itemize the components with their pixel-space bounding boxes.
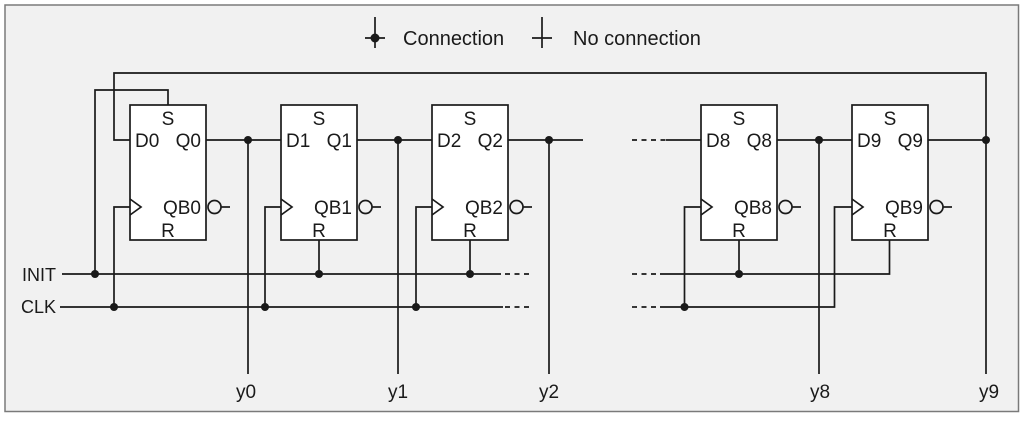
ff8-q-pin-label: Q8 — [747, 131, 772, 152]
init-input-label: INIT — [22, 265, 56, 285]
ff2-set-pin-label: S — [464, 109, 477, 130]
legend-connection-label: Connection — [403, 28, 504, 50]
ff8-qb-inversion-bubble-icon — [778, 199, 793, 215]
connection-dot-clk-ff8 — [680, 303, 689, 311]
ff1-set-pin-label: S — [313, 109, 326, 130]
flipflop-ff2: S D2 Q2 QB2 R — [431, 104, 532, 242]
connection-dot-init-r8 — [735, 270, 743, 278]
output-label-y9: y9 — [979, 382, 999, 403]
wire-clk-to-ff2 — [415, 206, 432, 307]
ff8-qb-pin-label: QB8 — [734, 198, 772, 219]
signal-labels: INIT CLK y0 y1 y2 y8 y9 — [21, 265, 999, 403]
clk-input-label: CLK — [21, 297, 56, 317]
ff1-clock-triangle-icon — [280, 198, 294, 216]
legend-no-connection-label: No connection — [573, 28, 701, 50]
wires — [60, 72, 987, 374]
flipflop-ff0: S D0 Q0 QB0 R — [129, 104, 230, 242]
output-label-y0: y0 — [236, 382, 256, 403]
connection-dot-q8 — [815, 136, 823, 144]
ff2-d-pin-label: D2 — [437, 131, 461, 152]
wire-q9-feedback-to-d0 — [113, 72, 987, 374]
ff8-set-pin-label: S — [733, 109, 746, 130]
ff0-body — [129, 104, 207, 241]
legend-connection-dot-icon — [370, 33, 380, 43]
wire-clk-to-ff8 — [683, 206, 701, 307]
ff0-q-pin-label: Q0 — [176, 131, 201, 152]
ff1-q-pin-label: Q1 — [327, 131, 352, 152]
ff9-q-pin-label: Q9 — [898, 131, 923, 152]
ff9-qb-inversion-bubble-icon — [929, 199, 944, 215]
output-label-y2: y2 — [539, 382, 559, 403]
output-label-y1: y1 — [388, 382, 408, 403]
ff8-reset-pin-label: R — [732, 221, 746, 242]
ff0-clock-triangle-icon — [129, 198, 143, 216]
connection-dot-q0 — [244, 136, 252, 144]
flipflop-ff1: S D1 Q1 QB1 R — [280, 104, 381, 242]
ff1-body — [280, 104, 358, 241]
ff0-reset-pin-label: R — [161, 221, 175, 242]
ff0-d-pin-label: D0 — [135, 131, 159, 152]
wire-clk-to-ff0 — [113, 206, 130, 307]
junction-dots — [91, 136, 990, 311]
ff8-d-pin-label: D8 — [706, 131, 730, 152]
ff2-clock-triangle-icon — [431, 198, 445, 216]
connection-dot-init-r2 — [466, 270, 474, 278]
ff9-qb-pin-label: QB9 — [885, 198, 923, 219]
ff8-body — [700, 104, 778, 241]
legend: Connection No connection — [365, 17, 701, 50]
wire-init-to-s0 — [94, 89, 169, 274]
flipflop-ff8: S D8 Q8 QB8 R — [700, 104, 801, 242]
ff0-set-pin-label: S — [162, 109, 175, 130]
connection-dot-clk-ff1 — [261, 303, 269, 311]
ff9-reset-pin-label: R — [883, 221, 897, 242]
legend-no-connection-symbol — [532, 17, 552, 48]
connection-dot-q9 — [982, 136, 990, 144]
connection-dot-clk-ff2 — [412, 303, 420, 311]
ff9-body — [851, 104, 929, 241]
legend-connection-symbol — [365, 17, 385, 48]
connection-dot-init-s0 — [91, 270, 99, 278]
ff1-qb-pin-label: QB1 — [314, 198, 352, 219]
connection-dot-q1 — [394, 136, 402, 144]
ff9-clock-triangle-icon — [851, 198, 865, 216]
ff0-qb-pin-label: QB0 — [163, 198, 201, 219]
ff2-body — [431, 104, 509, 241]
flipflop-ff9: S D9 Q9 QB9 R — [851, 104, 952, 242]
connection-dot-init-r1 — [315, 270, 323, 278]
ff0-qb-inversion-bubble-icon — [207, 199, 222, 215]
ff8-clock-triangle-icon — [700, 198, 714, 216]
ff2-qb-pin-label: QB2 — [465, 198, 503, 219]
ff2-qb-inversion-bubble-icon — [509, 199, 524, 215]
ff9-set-pin-label: S — [884, 109, 897, 130]
wire-clk-to-ff1 — [264, 206, 281, 307]
output-label-y8: y8 — [810, 382, 830, 403]
connection-dot-clk-ff0 — [110, 303, 118, 311]
ff9-d-pin-label: D9 — [857, 131, 881, 152]
wire-clk-bus-right-to-clk9 — [660, 206, 852, 308]
ff2-q-pin-label: Q2 — [478, 131, 503, 152]
connection-dot-q2 — [545, 136, 553, 144]
ff2-reset-pin-label: R — [463, 221, 477, 242]
ff1-d-pin-label: D1 — [286, 131, 310, 152]
ff1-qb-inversion-bubble-icon — [358, 199, 373, 215]
ff1-reset-pin-label: R — [312, 221, 326, 242]
